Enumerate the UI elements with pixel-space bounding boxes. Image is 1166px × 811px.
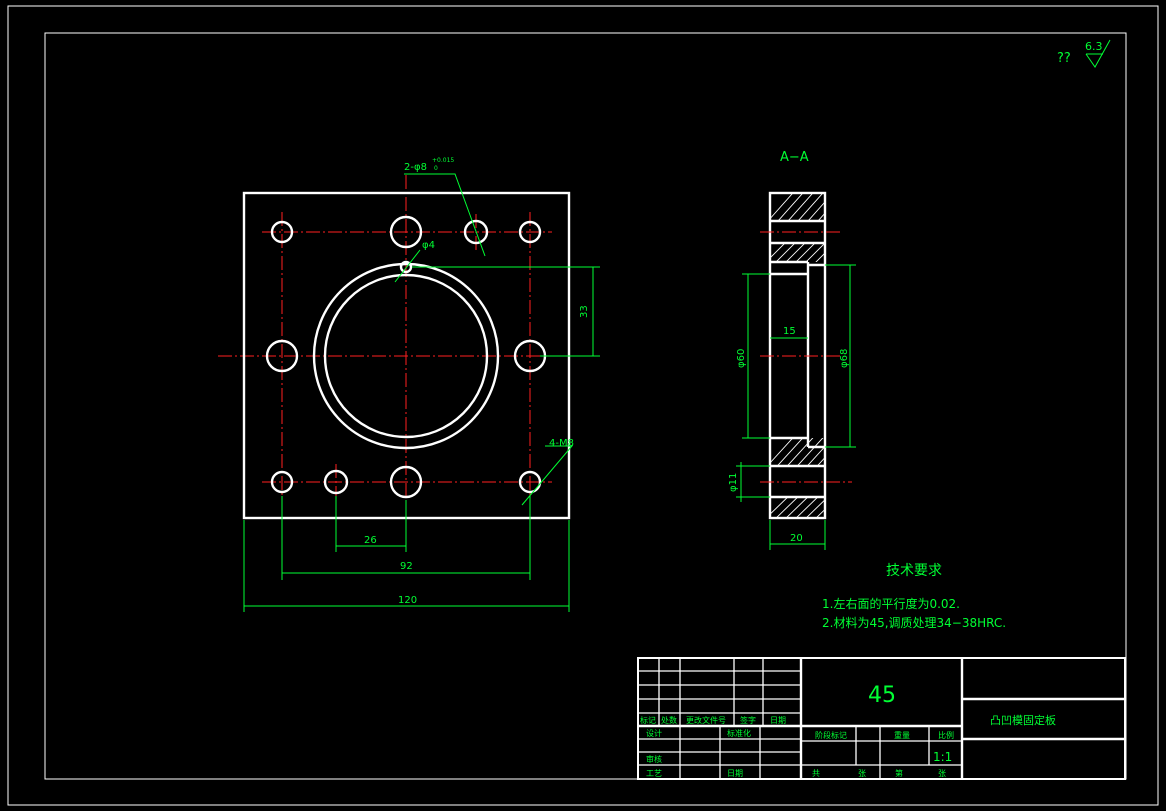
dim-phi60: φ60 <box>736 349 747 368</box>
front-view: 2-φ8 +0.015 0 φ4 4-M8 33 26 92 120 <box>218 157 600 612</box>
scale-value: 1:1 <box>933 750 952 764</box>
thread-hole-tl <box>270 220 294 244</box>
dim-92: 92 <box>400 561 413 572</box>
dim-15: 15 <box>783 326 796 337</box>
clearance-hole-left <box>265 339 299 373</box>
part-name: 凸凹模固定板 <box>990 713 1056 727</box>
tb-label-stage: 阶段标记 <box>815 730 847 740</box>
tb-label-weight: 重量 <box>894 730 910 740</box>
roughness-symbol: ?? 6.3 <box>1057 39 1111 68</box>
tb-label-sign: 签字 <box>740 715 756 725</box>
tb-label-date-2: 日期 <box>727 769 743 778</box>
tb-label-mark: 标记 <box>640 715 656 725</box>
tb-label-scale: 比例 <box>938 730 954 740</box>
title-block: 45 凸凹模固定板 1:1 标记 处数 更改文件号 签字 日期 设计 标准化 审… <box>637 657 1126 780</box>
tb-label-count: 处数 <box>661 715 677 725</box>
tb-label-date: 日期 <box>770 716 786 725</box>
dim-phi11: φ11 <box>728 473 739 492</box>
tb-label-review: 审核 <box>646 754 662 764</box>
tb-label-process: 工艺 <box>646 769 662 778</box>
dim-tol-upper: +0.015 <box>432 157 454 164</box>
note-2: 2.材料为45,调质处理34−38HRC. <box>822 616 1006 630</box>
pin-hole-small <box>399 260 413 274</box>
tb-label-change-doc: 更改文件号 <box>686 715 726 725</box>
tb-label-sheets-2: 张 <box>938 769 946 778</box>
section-view: A−A <box>728 150 856 550</box>
dim-phi68: φ68 <box>839 349 850 368</box>
thread-hole-bl <box>270 470 294 494</box>
inner-frame <box>44 32 1127 780</box>
dim-4-m8: 4-M8 <box>549 438 574 449</box>
tb-label-total: 共 <box>812 769 820 778</box>
dim-tol-lower: 0 <box>434 165 438 172</box>
dim-2-phi8: 2-φ8 <box>404 162 427 173</box>
dim-33: 33 <box>579 305 590 318</box>
note-1: 1.左右面的平行度为0.02. <box>822 596 960 611</box>
thread-hole-br <box>518 470 542 494</box>
roughness-prefix: ?? <box>1057 51 1071 66</box>
clearance-hole-bottom <box>389 465 423 499</box>
roughness-value: 6.3 <box>1085 40 1103 53</box>
clearance-hole-top <box>389 215 423 249</box>
tb-label-sheets: 张 <box>858 769 866 778</box>
section-label: A−A <box>780 150 809 165</box>
leader-4-m8 <box>521 445 574 506</box>
tb-label-design: 设计 <box>646 728 662 738</box>
leader-2-phi8 <box>404 173 486 257</box>
technical-notes: 技术要求 1.左右面的平行度为0.02. 2.材料为45,调质处理34−38HR… <box>822 563 1006 630</box>
dim-20: 20 <box>790 533 803 544</box>
dowel-hole-bottom <box>323 469 349 495</box>
tb-label-standard: 标准化 <box>727 728 751 738</box>
bore-outer <box>312 262 500 450</box>
dowel-hole-top <box>463 219 489 245</box>
notes-title: 技术要求 <box>886 563 942 579</box>
tb-label-sheet-no: 第 <box>895 768 903 778</box>
bore-inner <box>323 273 489 439</box>
roughness-check-icon <box>1085 39 1111 68</box>
dim-phi4: φ4 <box>422 240 435 251</box>
outer-frame <box>7 5 1159 806</box>
dim-120: 120 <box>398 595 417 606</box>
material-value: 45 <box>868 683 896 708</box>
thread-hole-tr <box>518 220 542 244</box>
dim-26: 26 <box>364 535 377 546</box>
leader-phi4 <box>394 249 421 283</box>
